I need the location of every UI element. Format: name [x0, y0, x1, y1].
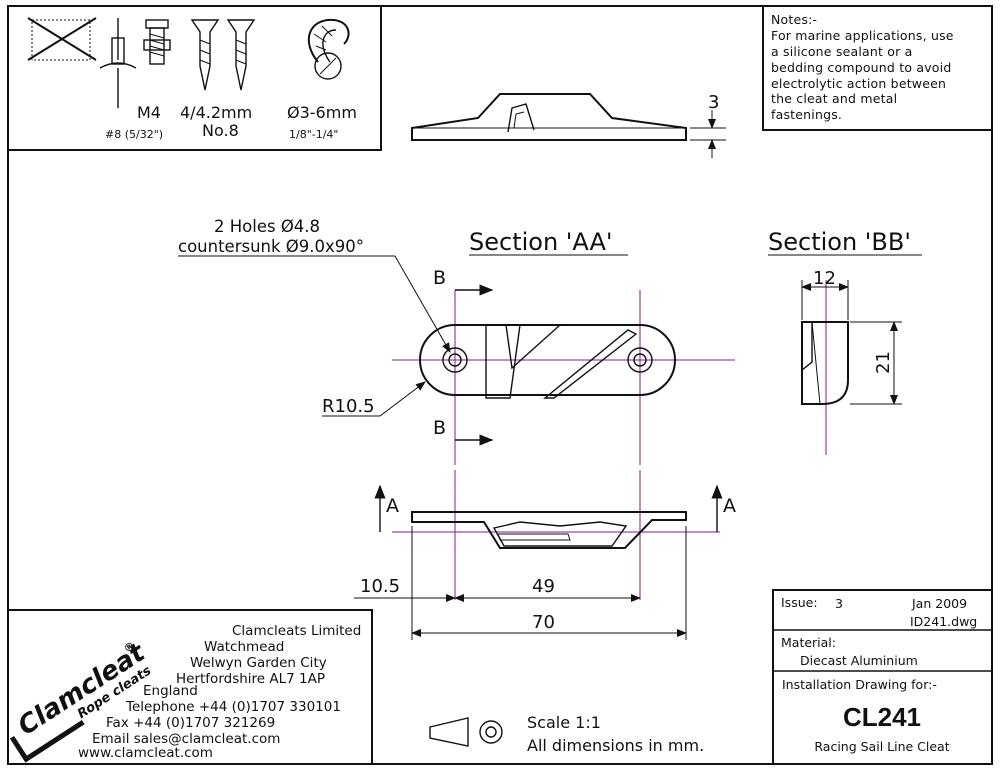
projection-circle-icon	[479, 720, 503, 744]
dim-holes-label: 49	[532, 576, 555, 597]
address-line-4: England	[143, 683, 198, 699]
notes-line-2: a silicone sealant or a	[771, 44, 912, 59]
screw-number: No.8	[202, 121, 239, 140]
material-label: Material:	[781, 635, 836, 650]
machine-screw-icon	[143, 19, 171, 65]
crossed-nail-icon	[27, 17, 97, 61]
notes-line-5: the cleat and metal	[771, 91, 897, 106]
projection-cone-icon	[429, 717, 469, 747]
material-value: Diecast Aluminium	[800, 653, 918, 668]
size-screw: 4/4.2mm	[180, 103, 252, 122]
dim-width-bb: 12	[813, 268, 836, 289]
notes-line-1: For marine applications, use	[771, 28, 954, 43]
hole-right	[627, 347, 653, 373]
section-b-top-label: B	[433, 267, 446, 289]
section-bb-label: Section 'BB'	[768, 228, 911, 256]
company-name: Clamcleats Limited	[232, 623, 361, 639]
section-bb-view: Section 'BB' 12 21	[768, 228, 922, 455]
holes-callout-line-2: countersunk Ø9.0x90°	[178, 237, 364, 256]
holes-callout-line-1: 2 Holes Ø4.8	[214, 217, 320, 236]
company-panel: Clamcleat Rope cleats ® Clamcleats Limit…	[7, 609, 373, 765]
rivet-icon	[99, 18, 137, 108]
size-rope: Ø3-6mm	[287, 103, 357, 122]
address-line-2: Welwyn Garden City	[190, 655, 327, 671]
part-name: Racing Sail Line Cleat	[814, 739, 949, 754]
address-line-1: Watchmead	[204, 639, 284, 655]
radius-callout: R10.5	[322, 396, 375, 417]
address-line-3: Hertfordshire AL7 1AP	[176, 671, 325, 687]
title-block: Issue: 3 Jan 2009 ID241.dwg Material: Di…	[772, 589, 993, 765]
issue-date: Jan 2009	[911, 596, 967, 611]
notes-line-6: fastenings.	[771, 107, 842, 122]
rope-icon	[307, 18, 350, 80]
issue-label: Issue:	[781, 595, 818, 610]
telephone: Telephone +44 (0)1707 330101	[125, 699, 341, 715]
rope-size-inches: 1/8"-1/4"	[289, 128, 339, 141]
section-a-right-label: A	[723, 495, 736, 517]
dim-height-bb: 21	[873, 351, 894, 374]
issue-value: 3	[835, 596, 843, 611]
notes-panel: Notes:- For marine applications, use a s…	[762, 5, 993, 131]
notes-line-4: electrolytic action between	[771, 76, 946, 91]
part-number: CL241	[843, 702, 921, 732]
countersunk-screw-icon	[226, 19, 256, 91]
installation-label: Installation Drawing for:-	[782, 677, 937, 692]
scale-area: Scale 1:1 All dimensions in mm.	[429, 713, 704, 755]
scale-label: Scale 1:1	[527, 713, 601, 732]
side-elevation-view: 3	[411, 92, 726, 158]
dim-height-label: 3	[708, 92, 719, 113]
section-a-left-label: A	[386, 495, 399, 517]
notes-line-3: bedding compound to avoid	[771, 60, 951, 75]
wood-screw-icon	[190, 19, 220, 91]
hole-left	[442, 347, 468, 373]
section-aa-view: A A 10.5 49 70	[354, 470, 736, 640]
fax: Fax +44 (0)1707 321269	[106, 715, 275, 731]
section-aa-label: Section 'AA'	[469, 228, 613, 256]
drawing-file: ID241.dwg	[910, 614, 977, 629]
fastener-panel: M4 4/4.2mm Ø3-6mm #8 (5/32") No.8 1/8"-1…	[7, 5, 382, 151]
email: Email sales@clamcleat.com	[92, 731, 280, 747]
units-label: All dimensions in mm.	[527, 736, 704, 755]
notes-title: Notes:-	[771, 12, 817, 27]
rivet-size: #8 (5/32")	[105, 128, 163, 141]
size-m4: M4	[137, 103, 161, 122]
section-b-bottom-label: B	[433, 417, 446, 439]
plan-view: Section 'AA' B B 2 Holes Ø4.8 countersun…	[178, 217, 735, 465]
sheet-border	[7, 5, 993, 765]
dim-length-label: 70	[532, 612, 555, 633]
dim-offset-label: 10.5	[360, 576, 400, 597]
website: www.clamcleat.com	[78, 745, 213, 761]
